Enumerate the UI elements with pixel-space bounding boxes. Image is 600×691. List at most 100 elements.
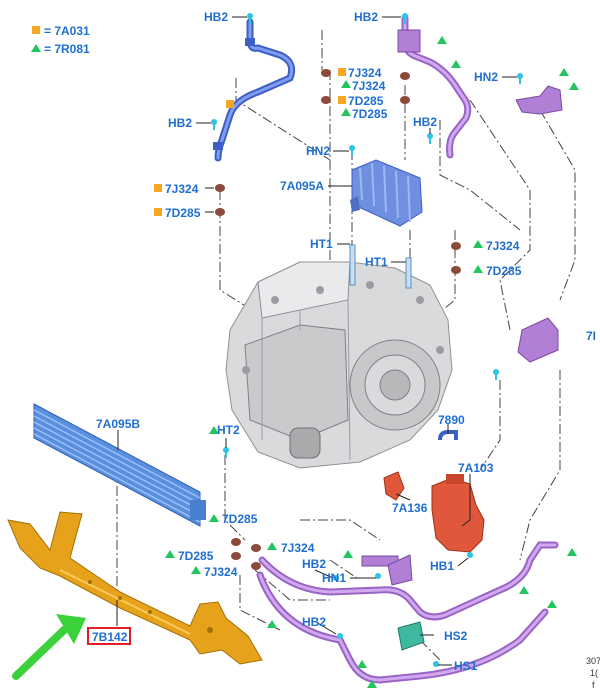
square-marker (338, 96, 346, 104)
callout-labels: HB2 HB2 HB2 HB2 HB2 HB2 HN2 HN2 7J324 7J… (96, 10, 596, 673)
transmission-case (225, 261, 453, 469)
upper-return-hose (397, 14, 472, 159)
label-hn2: HN2 (474, 70, 498, 84)
green-pointer-arrow (12, 614, 86, 680)
label-7j324: 7J324 (165, 182, 199, 196)
triangle-marker (267, 542, 277, 550)
support-bracket-7b142 (7, 511, 263, 665)
label-7d285: 7D285 (165, 206, 201, 220)
square-marker (154, 208, 162, 216)
bolt-hb1 (467, 552, 473, 558)
triangle-marker (451, 60, 461, 68)
upper-right-bracket (515, 85, 563, 115)
triangle-marker (519, 586, 529, 594)
bolt-hb2-c (211, 119, 217, 130)
legend-square-text: = 7A031 (44, 24, 90, 38)
triangle-marker (559, 68, 569, 76)
label-hb2: HB2 (302, 615, 326, 629)
triangle-marker (437, 36, 447, 44)
label-hs1: HS1 (454, 659, 478, 673)
highlight-box (87, 627, 131, 645)
triangle-marker (343, 550, 353, 558)
bolt-hb2-f (337, 633, 343, 639)
bolt-hb2-a (247, 13, 253, 24)
seals (215, 69, 461, 570)
legend: = 7A031 = 7R081 (31, 24, 90, 56)
bolt-hn1 (375, 573, 381, 579)
legend-triangle-text: = 7R081 (44, 42, 90, 56)
triangle-marker (267, 620, 277, 628)
label-7d285: 7D285 (352, 107, 388, 121)
corner-reference: 307 1( f (586, 656, 600, 690)
part-markers (154, 36, 579, 688)
label-7j324: 7J324 (281, 541, 315, 555)
highlighted-part-7b142: 7B142 (87, 627, 131, 645)
label-7j324: 7J324 (204, 565, 238, 579)
legend-triangle-marker (31, 44, 41, 52)
label-7j324: 7J324 (348, 66, 382, 80)
bolt-ht2 (223, 447, 229, 458)
label-7a136: 7A136 (392, 501, 428, 515)
triangle-marker (357, 660, 367, 668)
legend-square-marker (32, 26, 40, 34)
corner-text: 1( (590, 668, 598, 678)
triangle-marker (209, 514, 219, 522)
label-7i-partial: 7I (586, 329, 596, 343)
corner-text: 307 (586, 656, 600, 666)
clip-7a136 (383, 471, 405, 501)
label-hn1: HN1 (322, 571, 346, 585)
lower-cooler-hoses (256, 541, 559, 684)
mount-bracket-right (517, 317, 559, 363)
label-7j324: 7J324 (352, 79, 386, 93)
triangle-marker (547, 600, 557, 608)
label-7890: 7890 (438, 413, 465, 427)
bolt-hn2-b (517, 73, 523, 84)
corner-text: f (592, 680, 595, 690)
triangle-marker (341, 80, 351, 88)
square-marker (154, 184, 162, 192)
triangle-marker (569, 82, 579, 90)
thermostat-valve-7a103 (431, 474, 485, 553)
label-7d285: 7D285 (348, 94, 384, 108)
triangle-marker (165, 550, 175, 558)
label-hb1: HB1 (430, 559, 454, 573)
fasteners (211, 13, 523, 667)
label-hn2: HN2 (306, 144, 330, 158)
square-marker (338, 68, 346, 76)
label-hs2: HS2 (444, 629, 468, 643)
label-7a095a: 7A095A (280, 179, 324, 193)
label-ht1: HT1 (365, 255, 388, 269)
label-7d285: 7D285 (178, 549, 214, 563)
label-hb2: HB2 (413, 115, 437, 129)
label-7d285: 7D285 (486, 264, 522, 278)
bolt-hb2-b (402, 13, 408, 24)
label-hb2: HB2 (302, 557, 326, 571)
triangle-marker (341, 108, 351, 116)
upper-cooler-hose (213, 18, 296, 162)
bolt-hb2-d (427, 133, 433, 144)
triangle-marker (191, 566, 201, 574)
label-7a095b: 7A095B (96, 417, 140, 431)
square-marker (226, 100, 234, 108)
label-7j324: 7J324 (486, 239, 520, 253)
oil-cooler-7a095a (350, 159, 423, 227)
triangle-marker (209, 426, 219, 434)
triangle-marker (567, 548, 577, 556)
label-7a103: 7A103 (458, 461, 494, 475)
bolt-hs1 (433, 661, 439, 667)
triangle-marker (473, 240, 483, 248)
label-hb2: HB2 (354, 10, 378, 24)
bolt-right-mid (493, 369, 499, 380)
label-7d285: 7D285 (222, 512, 258, 526)
bolt-hn2-a (349, 145, 355, 156)
leader-lines (116, 16, 517, 666)
bolt-hb2-e (333, 575, 339, 581)
label-hb2: HB2 (168, 116, 192, 130)
label-7b142: 7B142 (92, 630, 128, 644)
oil-cooler-7a095b (33, 403, 206, 527)
ht1-tube-right (405, 257, 412, 289)
hose-support-hs2 (397, 621, 425, 651)
label-ht1: HT1 (310, 237, 333, 251)
ht1-tube-left (349, 244, 356, 286)
